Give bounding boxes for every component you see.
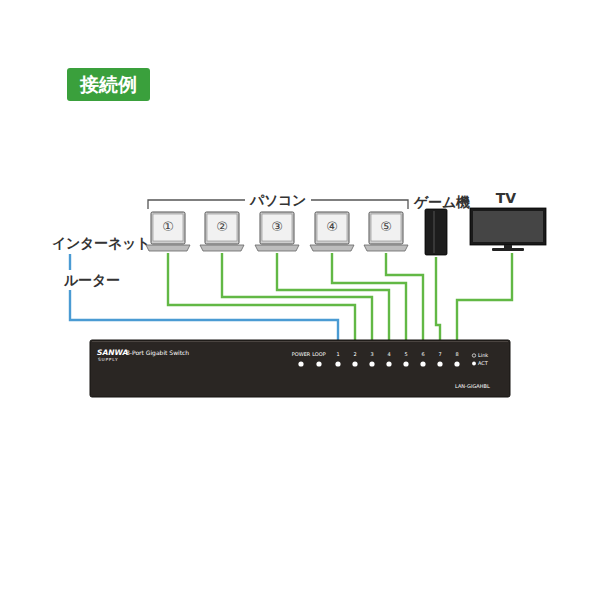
network-label-node: ルーター [64, 271, 120, 289]
network-cable [69, 254, 71, 270]
network-cable [436, 257, 440, 340]
port-number: 4 [387, 352, 390, 357]
status-led [420, 361, 425, 366]
port-number: 6 [421, 352, 424, 357]
tv-neck [504, 245, 512, 248]
model-description: 8-Port Gigabit Switch [126, 350, 189, 356]
laptop-base [255, 245, 299, 251]
port-number: 8 [455, 352, 458, 357]
laptop-base [146, 245, 190, 251]
port-number: 5 [404, 352, 407, 357]
indicator-label: Link [478, 353, 488, 358]
status-led [369, 361, 374, 366]
device-label: ゲーム機 [410, 194, 474, 210]
status-led [437, 361, 442, 366]
tv-bezel [470, 208, 546, 245]
port-number: 1 [336, 352, 339, 357]
laptop-node: ① [146, 212, 190, 252]
network-cable [386, 253, 423, 340]
laptop-base [364, 245, 408, 251]
device-label: TV [464, 190, 548, 206]
laptop-node: ② [200, 212, 244, 252]
port-number: 2 [353, 352, 356, 357]
callout-number: ⑤ [364, 219, 408, 235]
indicator-label: LOOP [312, 352, 326, 357]
status-led [335, 361, 340, 366]
console-groove [434, 211, 435, 253]
port-number: 7 [438, 352, 441, 357]
laptop-node: ④ [310, 212, 354, 252]
tv-node: TV [464, 190, 548, 252]
laptop-node: ③ [255, 212, 299, 252]
link-indicator [472, 354, 475, 357]
laptop-base [310, 245, 354, 251]
brand-logo: SANWA [97, 349, 128, 357]
callout-number: ① [146, 219, 190, 235]
callout-number: ② [200, 219, 244, 235]
status-led [454, 361, 459, 366]
tv-stand [492, 248, 524, 251]
title-badge: 接続例 [67, 68, 150, 101]
act-indicator [472, 362, 476, 366]
network-label-node: インターネット [52, 234, 150, 252]
model-number: LAN-GIGAHBL [455, 384, 490, 389]
network-cable [457, 253, 512, 340]
network-cable [222, 253, 372, 340]
callout-number: ③ [255, 219, 299, 235]
brand-logo: SUPPLY [98, 358, 118, 362]
tv-screen [473, 211, 543, 242]
console-body [425, 209, 447, 255]
game-console-node: ゲーム機 [410, 194, 474, 256]
laptop-base [200, 245, 244, 251]
network-label: ルーター [64, 271, 120, 289]
switch-housing [90, 340, 510, 397]
status-led [386, 361, 391, 366]
callout-number: ④ [310, 219, 354, 235]
network-switch: SANWASUPPLY 8-Port Gigabit Switch POWERLOO… [90, 340, 510, 397]
indicator-label: ACT [478, 361, 488, 366]
status-led [403, 361, 408, 366]
switch-edge [92, 341, 508, 342]
status-led [316, 361, 321, 366]
network-label: インターネット [52, 234, 150, 252]
port-number: 3 [370, 352, 373, 357]
laptop-node: ⑤ [364, 212, 408, 252]
status-led [352, 361, 357, 366]
status-led [298, 361, 303, 366]
network-cable [332, 253, 406, 340]
indicator-label: POWER [292, 352, 311, 357]
group-label: パソコン [245, 192, 311, 208]
switch-front [90, 340, 510, 397]
